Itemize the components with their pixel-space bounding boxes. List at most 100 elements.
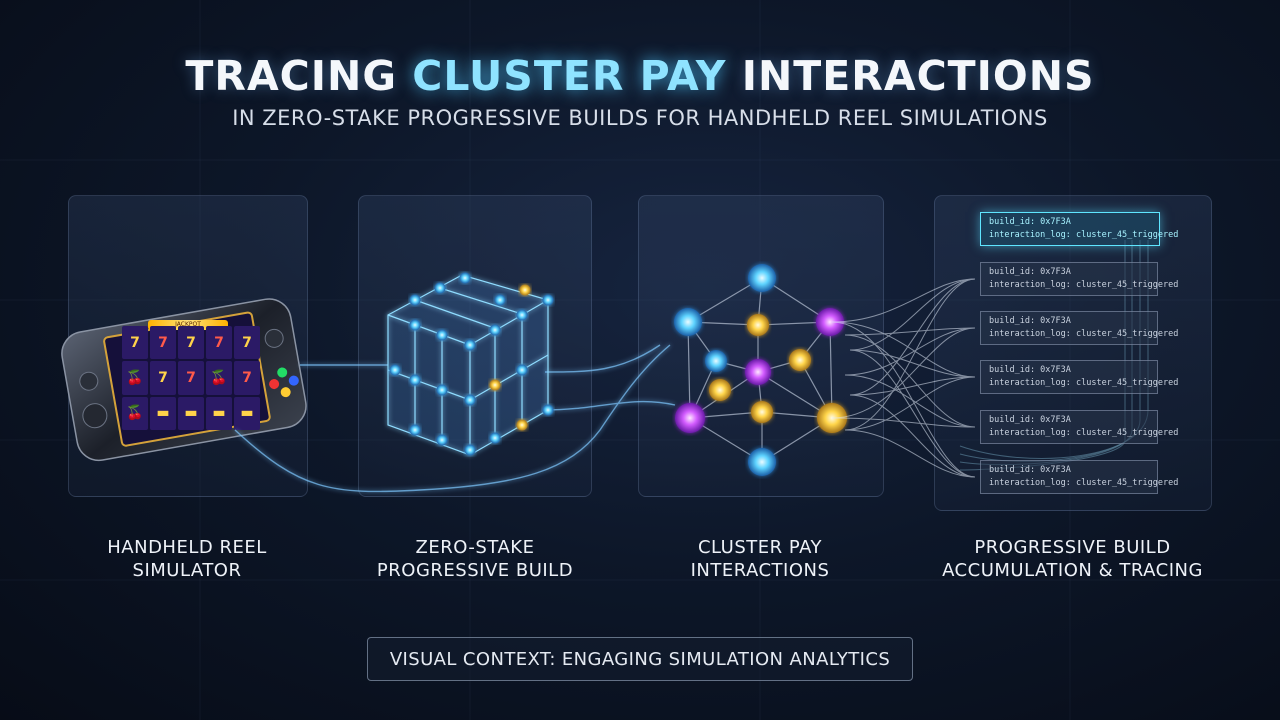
cluster-node [745,359,771,385]
cube-node [489,324,501,336]
trace-fan-line [849,394,976,478]
trace-fan-line [831,321,976,378]
trace-fan-line [831,321,976,478]
cluster-node [748,448,776,476]
reel-symbol: 7 [150,326,176,360]
trace-fan-line [844,327,976,376]
reel-symbol: 🍒 [122,396,148,430]
page-title: TRACING CLUSTER PAY INTERACTIONS [185,52,1095,100]
reel-symbol: 7 [178,361,204,395]
cube-node [464,444,476,456]
log-event: interaction_log: cluster_45_triggered [989,280,1179,290]
cluster-node [675,403,705,433]
trace-fan-line [844,429,976,478]
cube-node [542,294,554,306]
cluster-node [816,308,844,336]
connector-cube-to-network [544,344,661,373]
trace-fan-line [831,327,976,419]
stage-panel-progressive-tracing [934,195,1212,511]
reel-symbol: 7 [206,326,232,360]
cube-node [436,434,448,446]
reel-symbol: ▬ [150,396,176,430]
cube-node [464,394,476,406]
cube-node [409,374,421,386]
log-event: interaction_log: cluster_45_triggered [989,329,1179,339]
cube-node [409,424,421,436]
cube-node [516,419,528,431]
cluster-node [751,401,773,423]
reel-symbol: 🍒 [122,361,148,395]
trace-log-card: build_id: 0x7F3A interaction_log: cluster… [980,410,1179,444]
trace-log-card: build_id: 0x7F3A interaction_log: cluster… [980,460,1179,494]
reel-symbol: 7 [122,326,148,360]
trace-log-card-active: build_id: 0x7F3A interaction_log: cluster… [980,212,1179,246]
trace-fan-line [849,278,976,351]
trace-fan-line [844,278,976,431]
trace-log-card: build_id: 0x7F3A interaction_log: cluster… [980,360,1179,394]
cube-node [489,432,501,444]
log-event: interaction_log: cluster_45_triggered [989,378,1179,388]
trace-fan-line [849,349,976,478]
cube-node [519,284,531,296]
log-build-id: build_id: 0x7F3A [989,267,1071,277]
page-subtitle: IN ZERO-STAKE PROGRESSIVE BUILDS FOR HAN… [232,106,1048,130]
log-build-id: build_id: 0x7F3A [989,415,1071,425]
cube-node [389,364,401,376]
cluster-node [705,350,727,372]
cube-node [494,294,506,306]
reel-symbol: 7 [234,326,260,360]
log-event: interaction_log: cluster_45_triggered [989,478,1179,488]
cube-node [409,319,421,331]
trace-fan-line [831,278,976,323]
cluster-edge [687,277,763,323]
reel-symbol: 🍒 [206,361,232,395]
trace-fan-line [844,327,976,336]
reel-symbol: 7 [234,361,260,395]
cube-node [436,384,448,396]
trace-log-card: build_id: 0x7F3A interaction_log: cluster… [980,262,1179,296]
log-event: interaction_log: cluster_45_triggered [989,428,1179,438]
cluster-node [747,314,769,336]
log-build-id: build_id: 0x7F3A [989,217,1071,227]
cube-node [464,339,476,351]
trace-fan-line [844,376,976,431]
cluster-node [709,379,731,401]
trace-fan-line [849,376,976,396]
trace-fan-line [849,349,976,378]
log-event: interaction_log: cluster_45_triggered [989,230,1179,240]
reel-symbol: 7 [150,361,176,395]
cube-node [516,309,528,321]
log-build-id: build_id: 0x7F3A [989,316,1071,326]
cube-node [516,364,528,376]
cube-node [409,294,421,306]
trace-fan-line [844,374,976,428]
log-build-id: build_id: 0x7F3A [989,365,1071,375]
connector-cube-to-network-2 [544,400,676,411]
cluster-edge [829,321,833,419]
stage-panel-cluster-pay [638,195,884,497]
trace-fan-line [849,278,976,396]
trace-fan-line [844,334,976,428]
cube-node [434,282,446,294]
cube-node [459,272,471,284]
reel-jackpot-banner: JACKPOT [148,320,228,330]
title-accent: CLUSTER PAY [412,52,727,100]
trace-log-card: build_id: 0x7F3A interaction_log: cluster… [980,311,1179,345]
reel-symbol: ▬ [234,396,260,430]
reel-symbol: ▬ [178,396,204,430]
cluster-node [674,308,702,336]
log-build-id: build_id: 0x7F3A [989,465,1071,475]
cube-node [436,329,448,341]
cluster-node [748,264,776,292]
cube-node [542,404,554,416]
connector-device-loop [234,344,671,493]
cluster-edge [687,321,691,419]
reel-symbol: ▬ [206,396,232,430]
zero-stake-cube [387,274,549,456]
